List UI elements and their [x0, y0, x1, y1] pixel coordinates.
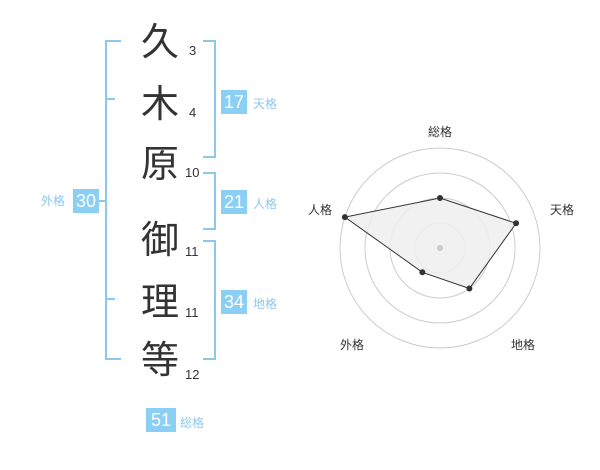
- stroke-count-1: 3: [189, 43, 197, 58]
- radar-point: [341, 214, 348, 221]
- jinkaku-label: 人格: [253, 197, 278, 211]
- name-char-6: 等: [140, 338, 179, 382]
- radar-polygon: [343, 197, 517, 290]
- radar-ring: [364, 172, 516, 324]
- radar-point: [437, 195, 443, 201]
- name-char-4: 御: [140, 218, 179, 262]
- radar-label-gaikaku: 外格: [339, 338, 365, 352]
- jinkaku-value: 21: [221, 190, 247, 214]
- tenkaku-value: 17: [221, 90, 247, 114]
- radar-point: [513, 220, 520, 227]
- radar-label-chikaku: 地格: [510, 338, 536, 352]
- radar-label-jinkaku: 人格: [307, 203, 333, 217]
- stroke-count-2: 4: [189, 105, 197, 120]
- radar-center-dot: [437, 245, 443, 251]
- chikaku-label: 地格: [253, 297, 278, 311]
- radar-point: [466, 285, 473, 292]
- stroke-count-3: 10: [185, 165, 200, 180]
- name-char-5: 理: [140, 280, 179, 324]
- stroke-count-4: 11: [185, 244, 199, 259]
- radar-ring: [339, 147, 541, 349]
- chikaku-value: 34: [221, 290, 247, 314]
- stroke-count-6: 12: [185, 367, 200, 382]
- name-char-3: 原: [140, 142, 179, 186]
- gaikaku-value: 30: [73, 189, 99, 213]
- name-char-1: 久: [140, 20, 179, 64]
- soukaku-label: 総格: [180, 416, 205, 430]
- gaikaku-label: 外格: [41, 194, 66, 208]
- radar-points: [341, 195, 520, 292]
- name-char-2: 木: [140, 82, 179, 126]
- radar-label-soukaku: 総格: [427, 125, 453, 139]
- radar-point: [419, 269, 426, 276]
- soukaku-value: 51: [146, 408, 176, 432]
- radar-label-tenkaku: 天格: [549, 203, 575, 217]
- stroke-count-5: 11: [185, 305, 199, 320]
- tenkaku-label: 天格: [253, 97, 278, 111]
